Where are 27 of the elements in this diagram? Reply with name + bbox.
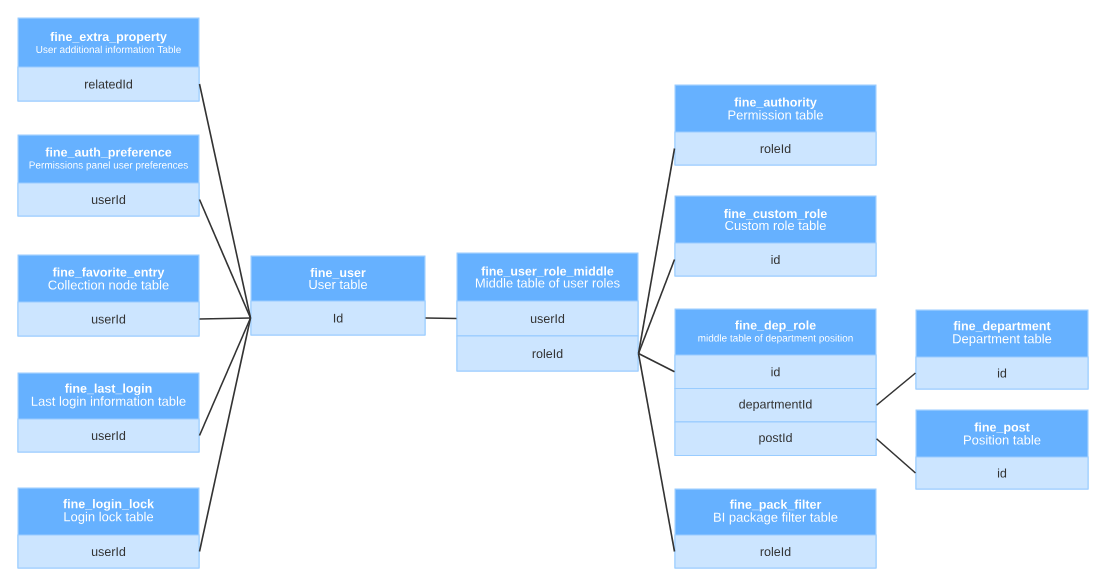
- field-row: userId: [17, 301, 200, 337]
- field-row: userId: [17, 418, 200, 453]
- field-row: id: [674, 242, 877, 277]
- connector-line: [198, 198, 252, 319]
- field-row: postId: [674, 421, 877, 456]
- field-row: roleId: [674, 534, 877, 569]
- field-row: userId: [456, 300, 639, 337]
- connector-line: [198, 317, 252, 553]
- field-row: roleId: [456, 335, 639, 372]
- connector-line: [637, 352, 676, 553]
- connector-line: [198, 83, 252, 319]
- field-row: id: [915, 456, 1089, 490]
- field-row: Id: [250, 300, 426, 336]
- field-row: id: [674, 354, 877, 389]
- connector-line: [637, 258, 676, 355]
- connector-line: [875, 372, 917, 407]
- field-row: departmentId: [674, 388, 877, 423]
- field-row: roleId: [674, 131, 877, 166]
- field-row: userId: [17, 182, 200, 217]
- connector-line: [424, 317, 458, 320]
- connector-line: [198, 317, 252, 437]
- field-row: relatedId: [17, 66, 200, 102]
- connector-line: [637, 352, 676, 373]
- connector-line: [875, 437, 917, 474]
- field-row: id: [915, 356, 1089, 390]
- field-row: userId: [17, 534, 200, 569]
- connector-line: [198, 317, 252, 320]
